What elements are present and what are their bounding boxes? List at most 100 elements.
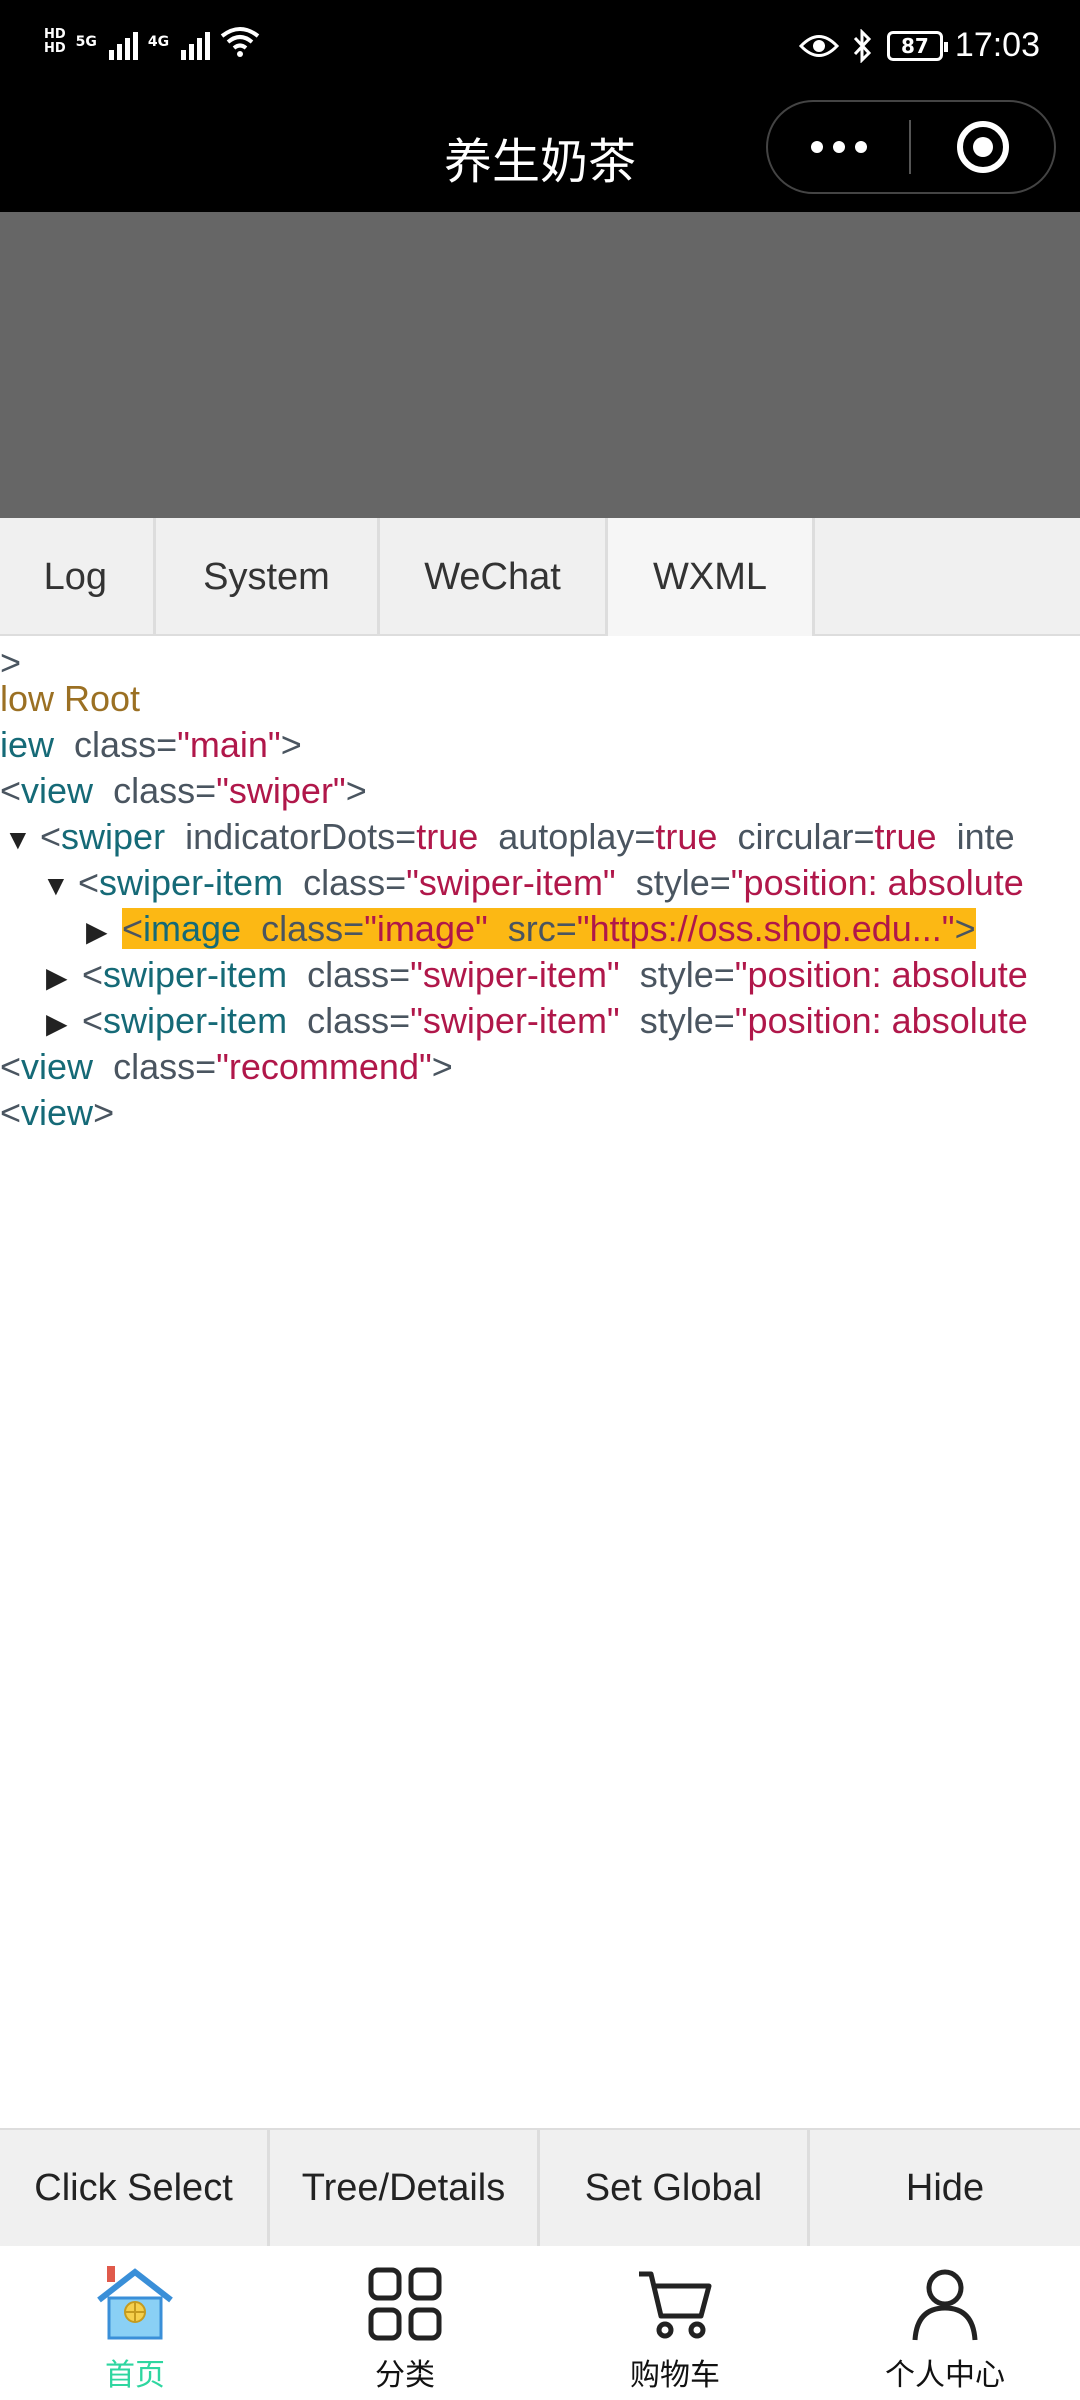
tree-value: "main" bbox=[177, 724, 281, 765]
tree-row[interactable]: ▼<swiper indicatorDots=true autoplay=tru… bbox=[4, 814, 1015, 860]
tool-label: Hide bbox=[905, 2166, 985, 2209]
tree-punct: > bbox=[954, 908, 976, 949]
tree-value: "position: absolute bbox=[734, 954, 1028, 995]
tree-row[interactable]: <view class="swiper"> bbox=[0, 768, 367, 814]
tree-value: "https://oss.shop.edu..." bbox=[576, 908, 955, 949]
content-overlay bbox=[0, 212, 1080, 518]
hd-badge: HD HD bbox=[44, 28, 66, 56]
tree-tag: swiper-item bbox=[103, 1000, 288, 1041]
tree-value: "swiper-item" bbox=[406, 862, 616, 903]
tree-value: "swiper-item" bbox=[410, 954, 620, 995]
close-miniprogram-button[interactable] bbox=[911, 121, 1054, 173]
expand-triangle-icon[interactable]: ▶ bbox=[86, 916, 108, 947]
tree-tag: swiper-item bbox=[99, 862, 284, 903]
hide-button[interactable]: Hide bbox=[810, 2130, 1080, 2246]
tab-label: WXML bbox=[653, 555, 767, 598]
debug-toolbar: Click Select Tree/Details Set Global Hid… bbox=[0, 2128, 1080, 2246]
expand-triangle-icon[interactable]: ▶ bbox=[46, 1008, 68, 1039]
bluetooth-icon bbox=[853, 28, 871, 63]
tab-wechat[interactable]: WeChat bbox=[380, 518, 608, 636]
tree-tag: view bbox=[21, 770, 94, 811]
hd-top: HD bbox=[44, 27, 66, 42]
wifi-icon bbox=[220, 27, 260, 57]
tree-value: true bbox=[416, 816, 479, 857]
status-left: HD HD 5G 4G bbox=[44, 24, 260, 60]
eye-icon bbox=[798, 34, 839, 57]
tree-attr: inte bbox=[956, 816, 1015, 857]
status-bar: HD HD 5G 4G 87 17:03 bbox=[0, 0, 1080, 100]
grid-icon bbox=[368, 2267, 442, 2341]
tree-row[interactable]: ▼<swiper-item class="swiper-item" style=… bbox=[42, 860, 1024, 906]
tree-punct: < bbox=[122, 908, 144, 949]
capsule-menu bbox=[766, 100, 1056, 194]
tree-row[interactable]: ▶<swiper-item class="swiper-item" style=… bbox=[46, 998, 1028, 1044]
tree-attr: style= bbox=[639, 954, 735, 995]
tree-details-button[interactable]: Tree/Details bbox=[270, 2130, 540, 2246]
tree-row[interactable]: iew class="main"> bbox=[0, 722, 302, 768]
more-dot-icon bbox=[854, 141, 867, 153]
tabbar-item-cart[interactable]: 购物车 bbox=[540, 2246, 810, 2400]
tree-punct: < bbox=[82, 954, 104, 995]
tree-attr: class= bbox=[303, 862, 407, 903]
network-5g-label: 5G bbox=[75, 34, 97, 50]
tree-attr: class= bbox=[113, 1046, 217, 1087]
tab-label: WeChat bbox=[424, 555, 561, 598]
tree-row[interactable]: > bbox=[0, 640, 21, 686]
tabbar-item-profile[interactable]: 个人中心 bbox=[810, 2246, 1080, 2400]
tree-attr: autoplay= bbox=[498, 816, 656, 857]
tabbar-label: 购物车 bbox=[630, 2358, 720, 2393]
tabbar-item-home[interactable]: 首页 bbox=[0, 2246, 270, 2400]
tool-label: Set Global bbox=[584, 2166, 763, 2209]
collapse-triangle-icon[interactable]: ▼ bbox=[42, 870, 70, 901]
click-select-button[interactable]: Click Select bbox=[0, 2130, 270, 2246]
tree-tag: swiper bbox=[61, 816, 166, 857]
tree-value: "swiper" bbox=[216, 770, 346, 811]
tree-attr: indicatorDots= bbox=[185, 816, 417, 857]
tree-value: true bbox=[874, 816, 937, 857]
tabbar-label: 分类 bbox=[375, 2358, 435, 2393]
tree-tag: view bbox=[21, 1092, 94, 1133]
tree-value: "recommend" bbox=[216, 1046, 432, 1087]
battery-level: 87 bbox=[900, 33, 929, 58]
signal-icon bbox=[108, 24, 138, 60]
collapse-triangle-icon[interactable]: ▼ bbox=[4, 824, 32, 855]
tabbar-item-category[interactable]: 分类 bbox=[270, 2246, 540, 2400]
shadow-root-label: low Root bbox=[0, 678, 141, 719]
tree-row-selected[interactable]: ▶ <image class="image" src="https://oss.s… bbox=[86, 906, 976, 952]
cart-icon bbox=[639, 2271, 712, 2339]
tree-punct: > bbox=[345, 770, 367, 811]
tree-attr: src= bbox=[507, 908, 577, 949]
tab-system[interactable]: System bbox=[156, 518, 380, 636]
debug-tab-bar: Log System WeChat WXML bbox=[0, 518, 1080, 636]
battery-icon: 87 bbox=[886, 30, 948, 61]
tab-log[interactable]: Log bbox=[0, 518, 156, 636]
tree-attr: style= bbox=[639, 1000, 735, 1041]
tool-label: Tree/Details bbox=[301, 2166, 506, 2209]
expand-triangle-icon[interactable]: ▶ bbox=[46, 962, 68, 993]
tree-tag: iew bbox=[0, 724, 55, 765]
tree-punct: < bbox=[0, 770, 22, 811]
more-button[interactable] bbox=[768, 141, 909, 153]
tree-value: true bbox=[655, 816, 718, 857]
selected-node-highlight: <image class="image" src="https://oss.sh… bbox=[122, 908, 976, 949]
tree-row[interactable]: low Root bbox=[0, 676, 140, 722]
user-icon bbox=[912, 2269, 978, 2341]
tree-value: "swiper-item" bbox=[410, 1000, 620, 1041]
tab-label: System bbox=[203, 555, 330, 598]
tree-tag: swiper-item bbox=[103, 954, 288, 995]
tree-punct: > bbox=[280, 724, 302, 765]
tree-punct: > bbox=[93, 1092, 115, 1133]
tab-label: Log bbox=[43, 555, 107, 598]
set-global-button[interactable]: Set Global bbox=[540, 2130, 810, 2246]
tree-row[interactable]: <view> bbox=[0, 1090, 114, 1136]
more-dot-icon bbox=[832, 141, 845, 153]
tool-label: Click Select bbox=[34, 2166, 233, 2209]
nav-bar: 养生奶茶 bbox=[0, 100, 1080, 212]
tree-row[interactable]: ▶<swiper-item class="swiper-item" style=… bbox=[46, 952, 1028, 998]
more-dot-icon bbox=[810, 141, 823, 153]
tree-row[interactable]: <view class="recommend"> bbox=[0, 1044, 453, 1090]
tree-punct: < bbox=[0, 1092, 22, 1133]
tree-tag: view bbox=[21, 1046, 94, 1087]
tab-wxml[interactable]: WXML bbox=[608, 518, 815, 636]
tree-punct: < bbox=[82, 1000, 104, 1041]
